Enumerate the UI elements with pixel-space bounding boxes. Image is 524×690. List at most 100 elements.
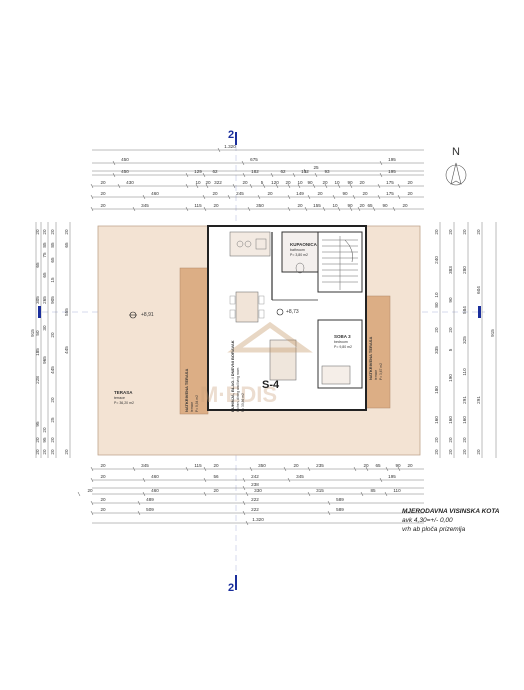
dim-bottom-value: 20 xyxy=(100,507,106,512)
dim-top-value: 245 xyxy=(236,191,244,196)
dim-right-value: 180 xyxy=(434,386,439,394)
dim-left-value: 20 xyxy=(42,229,47,235)
dim-left-value: 915 xyxy=(30,329,35,337)
dim-top-value: 10 xyxy=(332,203,338,208)
svg-text:N: N xyxy=(452,146,460,158)
dim-top-value: 20 xyxy=(407,191,413,196)
dim-bottom-value: 589 xyxy=(336,497,344,502)
dim-left-value: 228 xyxy=(35,376,40,384)
dim-top-value: 90 xyxy=(382,203,388,208)
staircase xyxy=(322,236,358,290)
dim-top-value: 20 xyxy=(402,203,408,208)
dim-right-value: 291 xyxy=(462,396,467,404)
dim-right-value: 20 xyxy=(462,229,467,235)
dim-left-value: 65 xyxy=(50,257,55,263)
dim-left-value: 20 xyxy=(64,229,69,235)
dim-right-value: 604 xyxy=(476,286,481,294)
svg-text:P= 36,20 m2: P= 36,20 m2 xyxy=(114,401,134,405)
dim-bottom-value: 20 xyxy=(213,463,219,468)
dim-top-value: 20 xyxy=(100,180,106,185)
dim-top-value: 65 xyxy=(367,203,373,208)
dim-right-value: 240 xyxy=(434,256,439,264)
dim-bottom-value: 509 xyxy=(146,507,154,512)
dim-top-value: 322 xyxy=(214,180,222,185)
dim-bottom-value: 20 xyxy=(100,463,106,468)
dim-right-value: 584 xyxy=(462,306,467,314)
room-label-kuhinja: KUHINJA, BLAG. I DNEVNI BORAVAK kitchen,… xyxy=(230,340,245,412)
svg-text:+8,91: +8,91 xyxy=(141,312,154,318)
dim-left-value: 555 xyxy=(64,308,69,316)
dim-top-value: 195 xyxy=(388,157,396,162)
dim-left-value: 20 xyxy=(50,397,55,403)
dim-bottom-value: 330 xyxy=(254,488,262,493)
dim-top-value: 5 xyxy=(261,180,264,185)
dim-left-value: 445 xyxy=(50,366,55,374)
dim-top-value: 20 xyxy=(322,180,328,185)
dim-left-value: 20 xyxy=(50,229,55,235)
dim-top-value: 20 xyxy=(100,191,106,196)
section-number-bottom: 2 xyxy=(228,582,234,594)
dim-top-value: 10 xyxy=(195,180,201,185)
dim-right-value: 383 xyxy=(448,266,453,274)
dim-top-value: 430 xyxy=(126,180,134,185)
dim-top-value: 102 xyxy=(301,169,309,174)
svg-text:TERASA: TERASA xyxy=(114,390,133,395)
dim-right-value: 20 xyxy=(448,449,453,455)
dim-top-value: 195 xyxy=(388,169,396,174)
elevation-note-line2: vrh ab ploča prizemlja xyxy=(402,526,466,533)
dim-top-value: 20 xyxy=(242,180,248,185)
dim-top-value: 155 xyxy=(313,203,321,208)
dim-left-value: 445 xyxy=(64,346,69,354)
dim-top-value: 90 xyxy=(347,180,353,185)
elevation-note-title: MJERODAVNA VISINSKA KOTA xyxy=(402,508,500,515)
dim-top-value: 20 xyxy=(212,191,218,196)
dim-right-value: 160 xyxy=(448,416,453,424)
room-label-soba: SOBA 3 bedroom P= 9,80 m2 xyxy=(334,334,352,349)
dim-top-value: 93 xyxy=(324,169,330,174)
svg-text:SOBA 3: SOBA 3 xyxy=(334,334,351,339)
dim-left-value: 95 xyxy=(42,437,47,443)
svg-text:terrace: terrace xyxy=(374,370,378,380)
dim-bottom-value: 20 xyxy=(87,488,93,493)
dim-bottom-value: 222 xyxy=(251,497,259,502)
dim-top-value: 90 xyxy=(342,191,348,196)
dining-table xyxy=(229,291,265,323)
dim-right-value: 110 xyxy=(462,368,467,376)
bed xyxy=(321,365,351,385)
dim-right-value: 80 xyxy=(434,302,439,308)
dim-top-value: 20 xyxy=(267,191,273,196)
dim-bottom-value: 460 xyxy=(151,474,159,479)
svg-text:terrace: terrace xyxy=(190,402,194,412)
dim-top-value: 20 xyxy=(407,180,413,185)
dim-right-value: 20 xyxy=(448,229,453,235)
dim-left-value: 20 xyxy=(35,229,40,235)
dim-bottom-value: 56 xyxy=(213,474,219,479)
dim-right-value: 5 xyxy=(448,348,453,351)
dim-right-value: 190 xyxy=(448,374,453,382)
dim-left-value: 20 xyxy=(64,449,69,455)
dim-top-value: 20 xyxy=(100,203,106,208)
dim-top-value: 20 xyxy=(297,203,303,208)
room-label-terrace-left: NATKRIVENA TERASA terrace P= 9,94 m2 xyxy=(184,369,199,412)
dim-top-value: 20 xyxy=(317,191,323,196)
dim-right-value: 20 xyxy=(434,327,439,333)
dim-left-value: 65 xyxy=(64,242,69,248)
dim-left-value: 20 xyxy=(42,449,47,455)
watermark-logo: M·EDIS xyxy=(200,321,313,407)
dim-left-value: 20 xyxy=(35,437,40,443)
svg-text:terrace: terrace xyxy=(114,396,125,400)
dim-bottom-value: 315 xyxy=(316,488,324,493)
svg-text:NATKRIVENA TERASA: NATKRIVENA TERASA xyxy=(184,369,189,412)
dim-top-value: 1.320 xyxy=(224,144,236,149)
elevation-note-line1: avk 4,30=+/- 0,00 xyxy=(402,517,453,524)
dim-left-value: 965 xyxy=(42,356,47,364)
room-label-terasa: TERASA terrace P= 36,20 m2 xyxy=(114,390,134,405)
dimension-lines-right: 2024010802033518016020202038390205190160… xyxy=(434,222,497,458)
dim-bottom-value: 235 xyxy=(316,463,324,468)
dim-bottom-value: 20 xyxy=(363,463,369,468)
svg-text:P= 3,80 m2: P= 3,80 m2 xyxy=(290,253,308,257)
dim-left-value: 185 xyxy=(35,348,40,356)
dim-right-value: 291 xyxy=(476,396,481,404)
covered-terrace-left xyxy=(179,267,209,415)
dim-left-value: 30 xyxy=(42,325,47,331)
